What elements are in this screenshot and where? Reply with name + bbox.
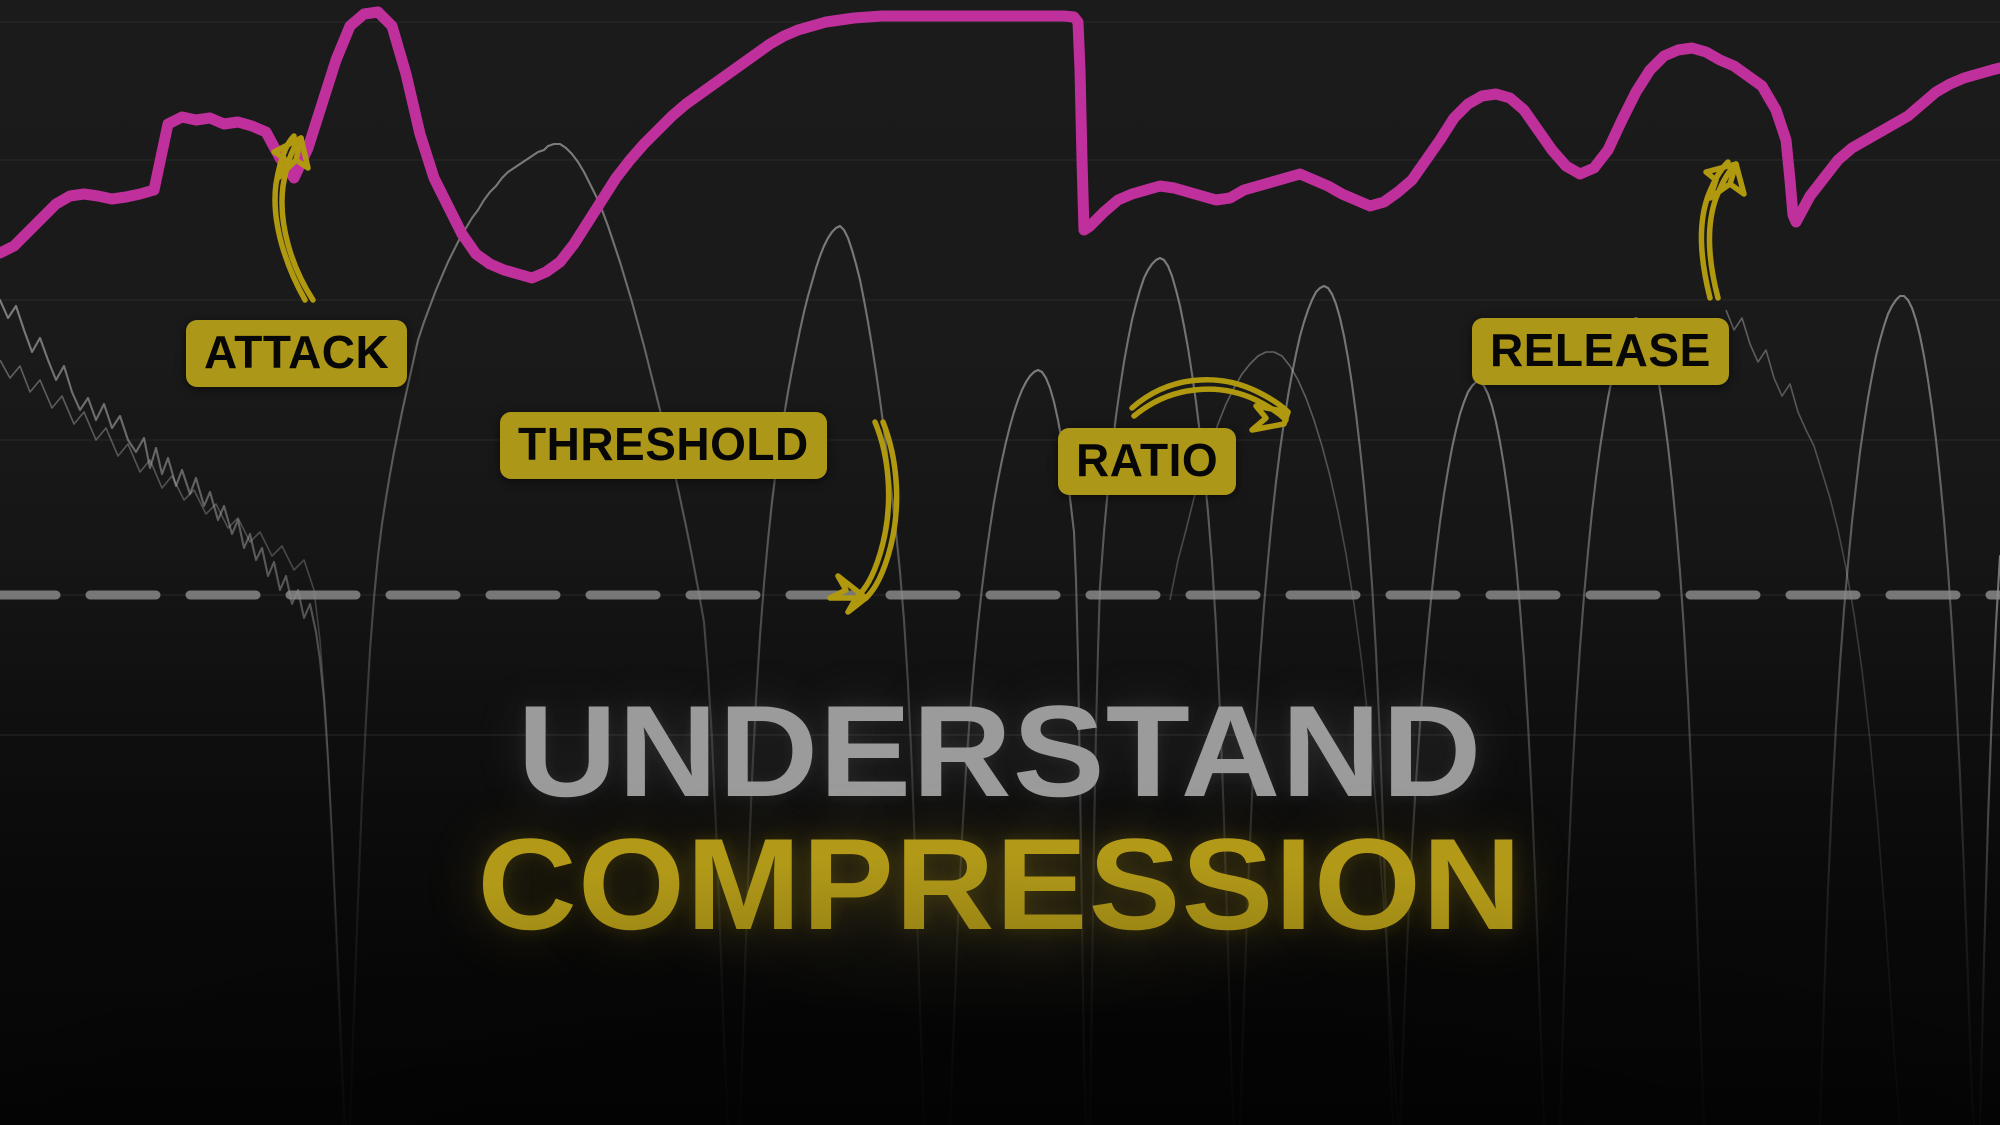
vignette-overlay: [0, 0, 2000, 1125]
poster-canvas: ATTACK THRESHOLD RATIO RELEASE UNDERSTAN…: [0, 0, 2000, 1125]
